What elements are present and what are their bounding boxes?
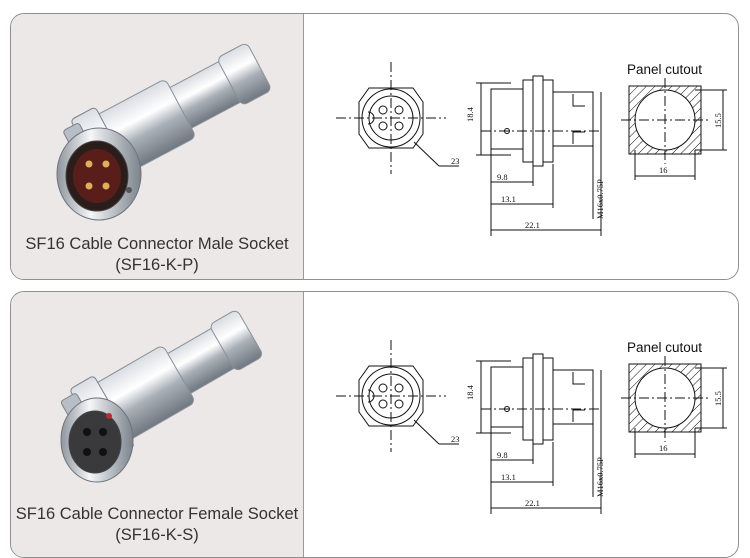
front-view — [336, 340, 459, 452]
dim-thread: M16x0.75P — [595, 457, 605, 497]
side-view — [476, 353, 602, 514]
dim-height: 18.4 — [465, 384, 475, 400]
dim-d3: 22.1 — [525, 220, 540, 230]
panel-cutout-view — [621, 78, 727, 180]
caption-male: SF16 Cable Connector Male Socket (SF16-K… — [11, 234, 303, 276]
dim-cutout-height: 15.5 — [713, 113, 723, 128]
connector-male-illustration — [56, 43, 271, 221]
product-photo-female: SF16 Cable Connector Female Socket (SF16… — [11, 292, 304, 557]
connector-female-illustration — [60, 310, 262, 483]
technical-drawing-female: 23 18.4 9.8 13.1 22.1 M16x0.7 — [336, 340, 727, 514]
dim-d3: 22.1 — [525, 498, 540, 508]
dim-thread: M16x0.75P — [595, 179, 605, 219]
dim-cutout-width: 16 — [659, 165, 668, 175]
caption-female: SF16 Cable Connector Female Socket (SF16… — [11, 504, 303, 546]
caption-model: (SF16-K-S) — [115, 526, 199, 544]
side-view — [476, 75, 602, 236]
dim-label-23: 23 — [451, 156, 460, 166]
product-photo-male: SF16 Cable Connector Male Socket (SF16-K… — [11, 14, 304, 279]
dim-d1: 9.8 — [497, 172, 508, 182]
caption-model: (SF16-K-P) — [115, 256, 199, 274]
dim-d1: 9.8 — [497, 450, 508, 460]
dim-cutout-height: 15.5 — [713, 391, 723, 406]
caption-title: SF16 Cable Connector Female Socket — [15, 505, 299, 523]
dim-d2: 13.1 — [501, 194, 516, 204]
panel-cutout-title: Panel cutout — [627, 62, 702, 77]
technical-drawing-male: 23 18.4 9.8 13.1 22.1 — [336, 62, 727, 236]
dim-cutout-width: 16 — [659, 443, 668, 453]
dim-d2: 13.1 — [501, 472, 516, 482]
panel-cutout-view — [621, 356, 727, 458]
dim-label-23: 23 — [451, 434, 460, 444]
dim-height: 18.4 — [465, 106, 475, 122]
product-card-male: SF16 Cable Connector Male Socket (SF16-K… — [10, 13, 739, 280]
product-card-female: SF16 Cable Connector Female Socket (SF16… — [10, 291, 739, 558]
panel-cutout-title: Panel cutout — [627, 340, 702, 355]
front-view — [336, 62, 459, 174]
caption-title: SF16 Cable Connector Male Socket — [25, 235, 289, 253]
